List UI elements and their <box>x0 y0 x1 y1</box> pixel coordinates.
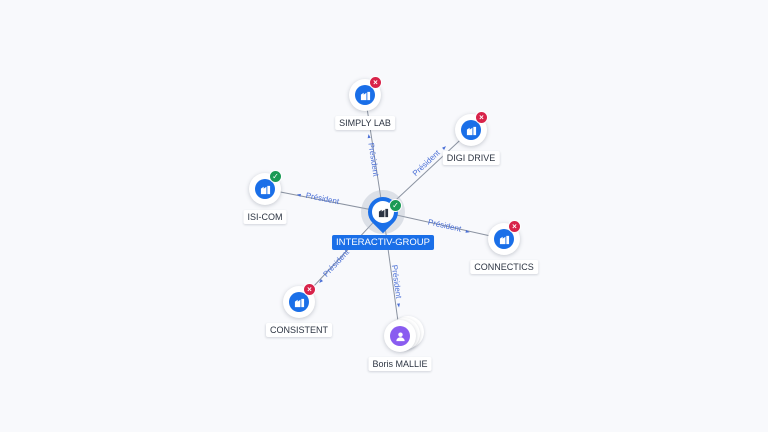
arrow-icon <box>396 303 400 308</box>
closed-status-icon: × <box>475 111 488 124</box>
node-simply-lab[interactable]: × SIMPLY LAB <box>335 76 395 130</box>
edge-label-group-simply-lab: Président <box>366 134 381 178</box>
company-bubble[interactable]: × <box>488 220 521 255</box>
edge-line-isi-com <box>264 188 384 213</box>
edge-label: Président <box>411 148 442 178</box>
arrow-icon <box>367 134 371 139</box>
node-label[interactable]: CONSISTENT <box>265 323 333 337</box>
node-label[interactable]: CONNECTICS <box>470 260 538 274</box>
person-icon <box>390 326 410 346</box>
center-node[interactable]: ✓ INTERACTIV-GROUP <box>332 190 434 250</box>
node-label[interactable]: SIMPLY LAB <box>335 116 395 130</box>
active-status-icon: ✓ <box>389 199 402 212</box>
edge-line-connectics <box>382 211 505 240</box>
node-isi-com[interactable]: ✓ ISI-COM <box>243 170 287 224</box>
closed-status-icon: × <box>508 220 521 233</box>
edge-line-boris-mallie <box>382 211 401 337</box>
edge-label: Président <box>427 217 463 233</box>
edge-label: Président <box>366 142 380 178</box>
node-digi-drive[interactable]: × DIGI DRIVE <box>442 111 500 165</box>
company-icon <box>289 292 309 312</box>
edge-line-digi-drive <box>382 129 472 213</box>
edge-line-simply-lab <box>364 94 384 213</box>
node-label[interactable]: ISI-COM <box>243 210 287 224</box>
company-icon <box>255 179 275 199</box>
node-consistent[interactable]: × CONSISTENT <box>265 283 333 337</box>
arrow-icon <box>442 146 446 151</box>
edge-label-group-isi-com: Président <box>296 191 341 206</box>
closed-status-icon: × <box>369 76 382 89</box>
arrow-icon <box>319 279 323 283</box>
company-icon <box>355 85 375 105</box>
company-bubble[interactable]: × <box>349 76 382 111</box>
company-bubble[interactable]: × <box>283 283 316 318</box>
company-icon <box>494 229 514 249</box>
edge-label-group-boris-mallie: Président <box>390 264 404 308</box>
active-status-icon: ✓ <box>269 170 282 183</box>
person-bubble[interactable] <box>384 320 416 352</box>
node-label[interactable]: Boris MALLIE <box>368 357 432 371</box>
closed-status-icon: × <box>303 283 316 296</box>
edge-label: Président <box>390 264 404 299</box>
node-label[interactable]: DIGI DRIVE <box>442 151 500 165</box>
company-icon <box>461 120 481 140</box>
arrow-icon <box>296 193 301 197</box>
edge-label: Président <box>305 191 341 206</box>
node-connectics[interactable]: × CONNECTICS <box>470 220 538 274</box>
company-bubble[interactable]: × <box>455 111 488 146</box>
company-bubble[interactable]: ✓ <box>249 170 282 205</box>
company-icon <box>372 201 394 223</box>
edge-label-group-connectics: Président <box>427 217 470 234</box>
node-boris-mallie[interactable]: Boris MALLIE <box>368 316 432 371</box>
edge-label-group-consistent: Président <box>319 247 352 283</box>
arrow-icon <box>465 229 470 233</box>
edge-label: Président <box>321 247 351 278</box>
center-node-label[interactable]: INTERACTIV-GROUP <box>332 235 434 250</box>
